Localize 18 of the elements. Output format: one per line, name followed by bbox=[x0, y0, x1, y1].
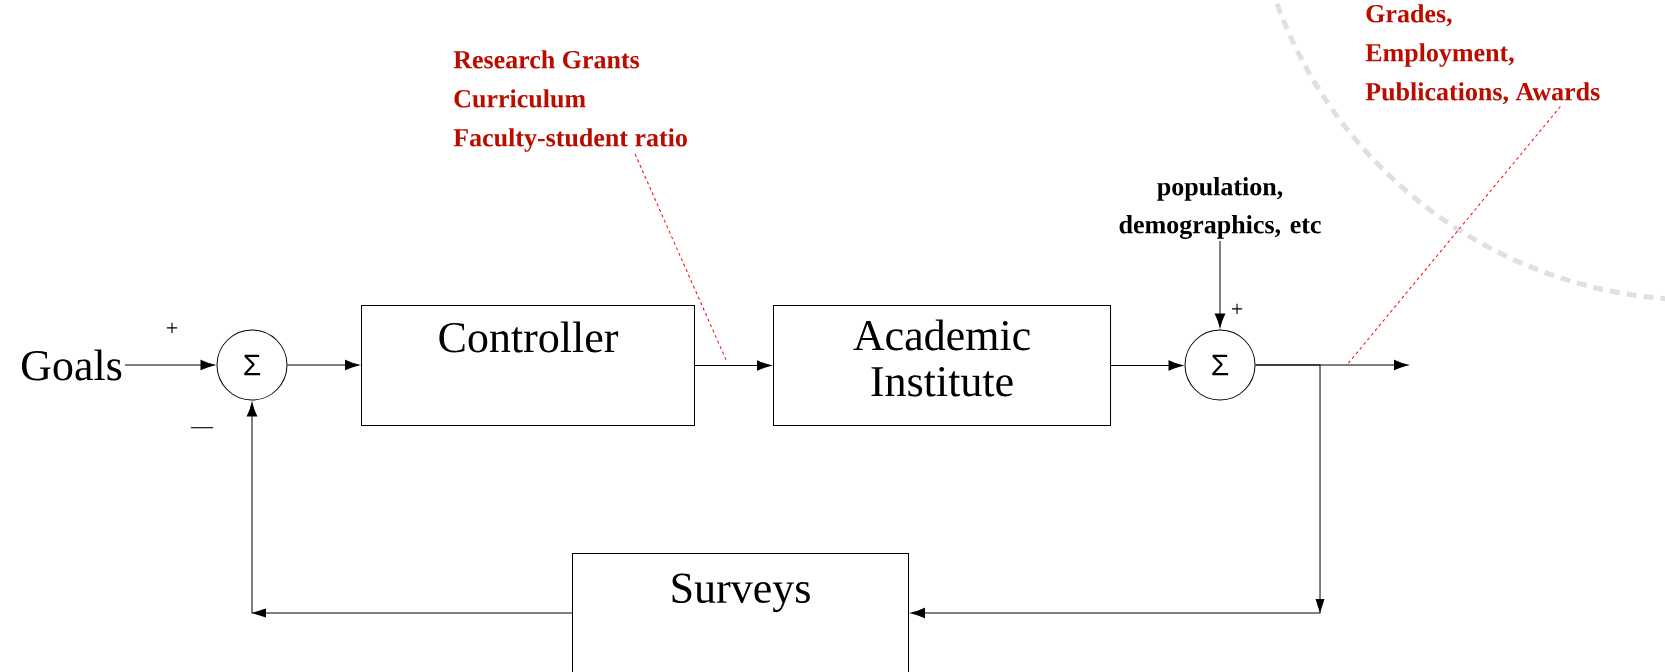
disturbance-label: population, demographics, etc bbox=[1119, 177, 1321, 239]
sign-label: + bbox=[166, 322, 178, 334]
summing-junction: Σ bbox=[1184, 329, 1256, 401]
arrow bbox=[287, 359, 360, 371]
input-label: Goals bbox=[21, 349, 122, 381]
sign-label: + bbox=[1231, 303, 1243, 315]
arrow bbox=[1214, 240, 1226, 328]
feedback-arrow bbox=[246, 402, 573, 614]
feedback-arrow bbox=[910, 364, 1321, 619]
block-box: Academic Institute bbox=[773, 305, 1111, 426]
annotation-text: Research Grants Curriculum Faculty-student ratio bbox=[453, 50, 687, 152]
summing-junction: Σ bbox=[216, 329, 288, 401]
sign-label: — bbox=[190, 427, 214, 429]
arrow bbox=[1110, 360, 1183, 371]
block-box: Surveys bbox=[572, 553, 909, 672]
arrow bbox=[694, 360, 772, 371]
arrow bbox=[124, 359, 215, 371]
block-box: Controller bbox=[361, 305, 695, 426]
